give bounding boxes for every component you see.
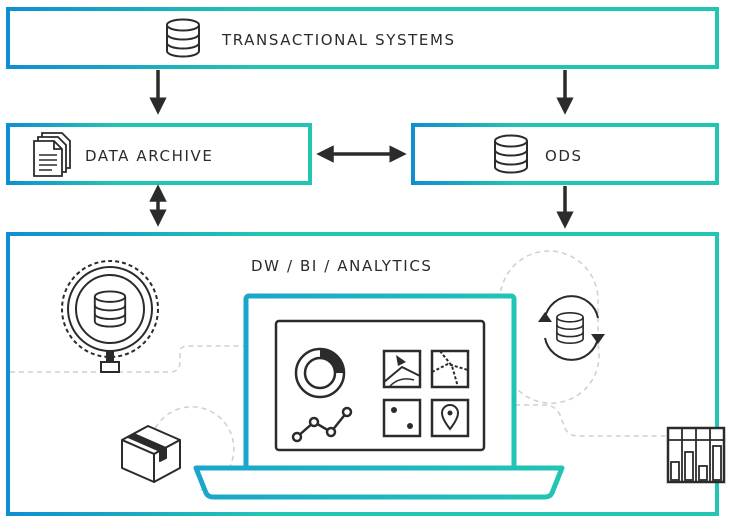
line-chart-icon [291, 406, 353, 443]
dotted-map-icon [430, 349, 470, 389]
edge-arrows [149, 70, 574, 229]
database-sync-icon [538, 295, 605, 361]
transactional-systems-node: TRANSACTIONAL SYSTEMS [6, 7, 719, 69]
package-box-icon [121, 425, 181, 483]
dashed-connectors [10, 250, 668, 491]
dw-bi-analytics-label: DW / BI / ANALYTICS [251, 257, 433, 275]
map-icon [382, 349, 422, 389]
data-archive-label: DATA ARCHIVE [85, 147, 213, 165]
donut-chart-icon [294, 347, 346, 399]
dw-bi-analytics-node: DW / BI / ANALYTICS [6, 232, 719, 516]
location-pin-icon [430, 398, 470, 438]
documents-icon [33, 132, 71, 177]
ods-node: ODS [411, 123, 719, 185]
database-search-icon [61, 260, 159, 373]
bar-chart-icon [666, 426, 726, 484]
dice-icon [382, 398, 422, 438]
ods-label: ODS [545, 147, 583, 165]
transactional-systems-label: TRANSACTIONAL SYSTEMS [221, 31, 456, 49]
laptop-icon [193, 293, 565, 500]
data-archive-node: DATA ARCHIVE [6, 123, 312, 185]
